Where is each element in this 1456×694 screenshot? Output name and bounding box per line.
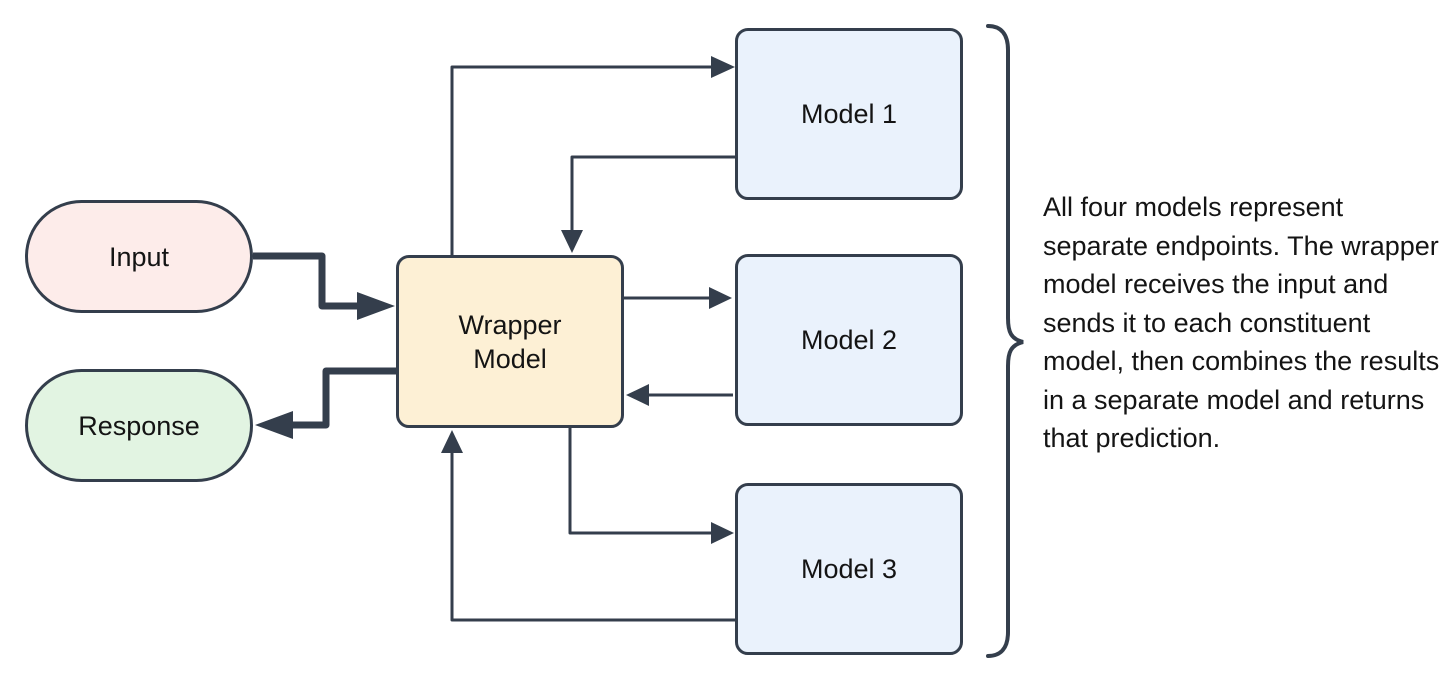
connector-wrapper-to-model3	[568, 428, 734, 544]
node-wrapper-model: Wrapper Model	[396, 255, 624, 428]
connector-wrapper-to-model2	[624, 287, 732, 309]
node-input: Input	[25, 200, 253, 313]
node-model-1: Model 1	[735, 28, 963, 200]
connector-model3-to-wrapper	[441, 430, 735, 622]
node-wrapper-model-label: Wrapper Model	[458, 309, 562, 374]
connector-model1-to-wrapper	[561, 155, 735, 253]
connector-input-to-wrapper	[253, 252, 395, 320]
curly-brace	[986, 24, 1024, 658]
node-model-1-label: Model 1	[800, 99, 898, 129]
connector-wrapper-to-model1	[450, 56, 735, 256]
annotation-text: All four models represent separate endpo…	[1043, 192, 1440, 453]
node-input-label: Input	[108, 241, 170, 272]
node-model-3-label: Model 3	[800, 554, 898, 584]
node-model-2: Model 2	[735, 254, 963, 426]
node-response: Response	[25, 369, 253, 482]
node-response-label: Response	[78, 410, 200, 441]
connector-wrapper-to-response	[255, 367, 396, 439]
connector-model2-to-wrapper	[626, 384, 733, 406]
node-model-3: Model 3	[735, 483, 963, 655]
node-model-2-label: Model 2	[800, 325, 898, 355]
